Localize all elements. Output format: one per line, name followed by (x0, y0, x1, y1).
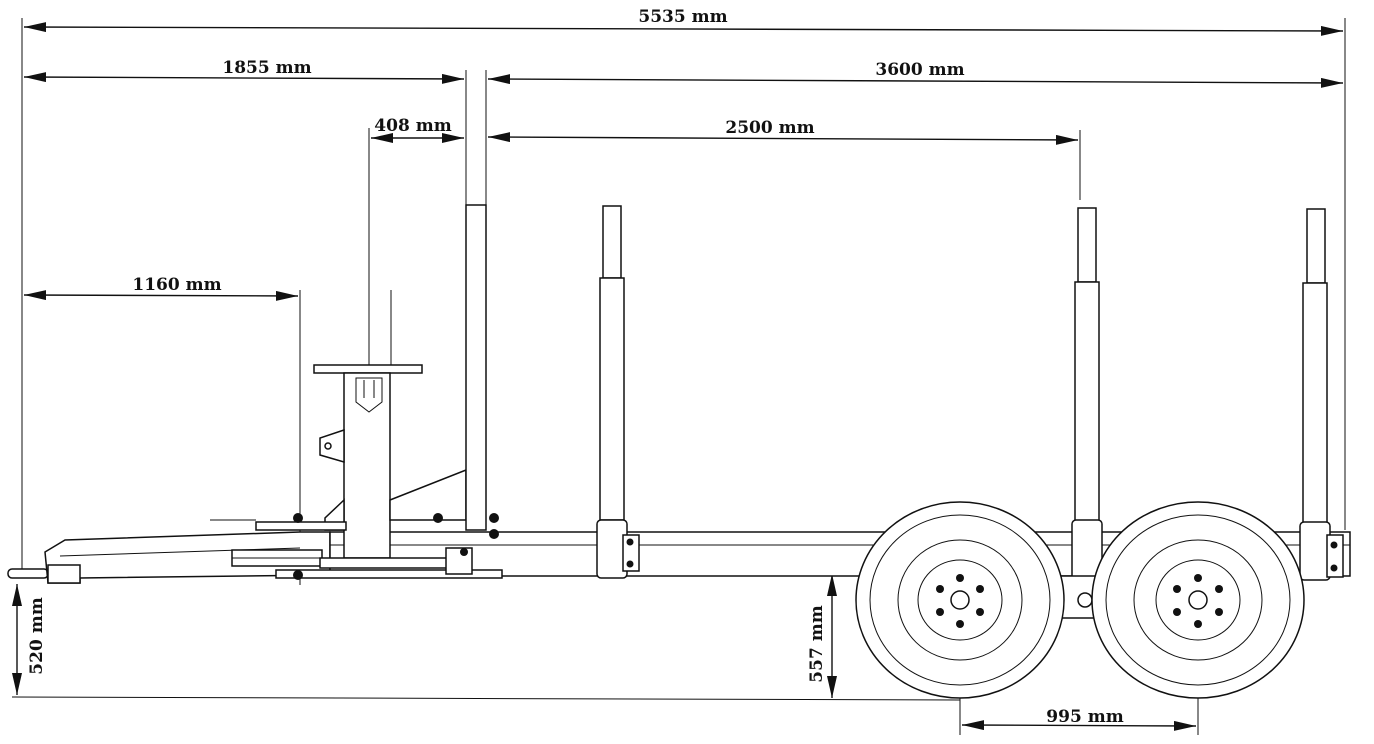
dim-line-crane (23, 290, 299, 301)
label-axle-spacing: 995 mm (1046, 707, 1123, 727)
label-overall-length: 5535 mm (638, 7, 727, 27)
label-turntable-width: 408 mm (374, 116, 451, 136)
dimension-labels: 5535 mm 1855 mm 3600 mm 408 mm 2500 mm 1… (27, 7, 1124, 727)
dim-line-axle-spacing (961, 720, 1197, 731)
stake-2 (596, 205, 640, 579)
dim-line-overall (23, 22, 1344, 36)
dim-line-rear (487, 74, 1344, 88)
crane-mount (210, 364, 503, 580)
wheel-front (855, 501, 1065, 699)
wheel-rear (1091, 501, 1305, 699)
label-front-to-coupling: 1855 mm (222, 58, 311, 78)
dimension-lines (12, 22, 1344, 731)
label-axle-height: 557 mm (807, 605, 827, 682)
stake-4 (1299, 208, 1344, 581)
dim-line-stakes (487, 132, 1079, 145)
front-stake (465, 204, 487, 531)
dim-line-front (23, 72, 465, 84)
label-drawbar-height: 520 mm (27, 597, 47, 674)
label-stake-spacing: 2500 mm (725, 118, 814, 138)
label-coupling-to-rear: 3600 mm (875, 60, 964, 80)
stake-3 (1071, 207, 1103, 581)
label-front-to-crane-mount: 1160 mm (132, 275, 221, 295)
